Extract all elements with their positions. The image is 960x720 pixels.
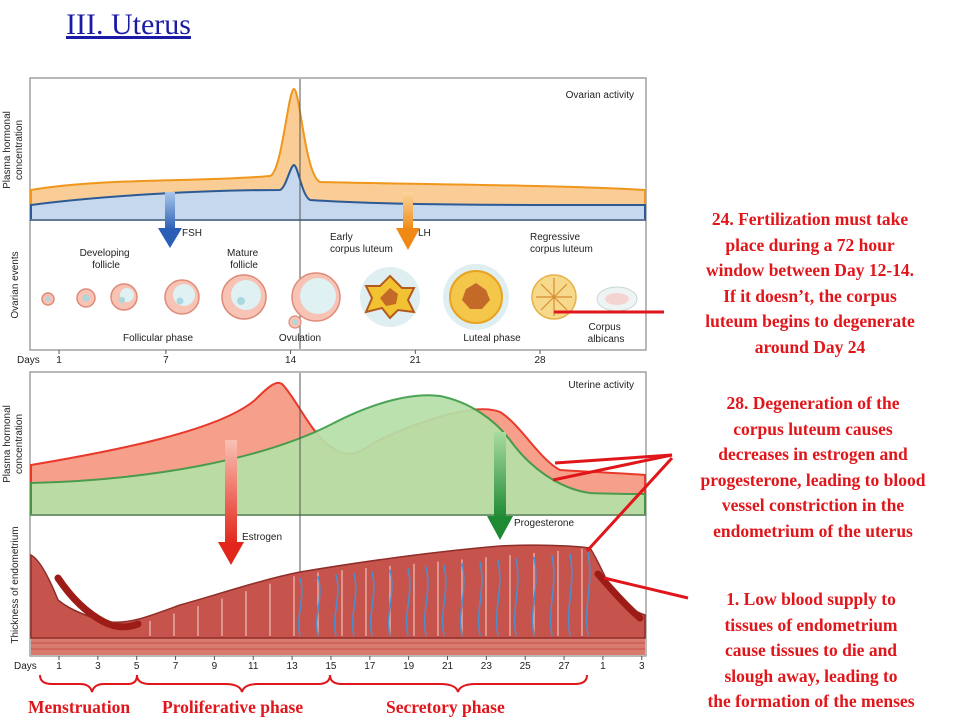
degeneration-pointer-upper: [554, 453, 673, 465]
ovarian-events-label: Ovarian events: [10, 251, 21, 318]
regressive-corpus-luteum-label: Regressive corpus luteum: [530, 232, 593, 255]
progesterone-label: Progesterone: [514, 518, 574, 529]
luteal-phase-label: Luteal phase: [463, 333, 521, 344]
ovarian-activity-label: Ovarian activity: [566, 90, 634, 101]
blood-vessel: [297, 577, 303, 637]
ovarian-y-label-line1: Plasma hormonal: [2, 111, 13, 189]
blood-supply-note: 1. Low blood supply to tissues of endome…: [707, 589, 915, 712]
bottom-day-label: 9: [212, 661, 218, 672]
top-day-label: 1: [56, 355, 62, 366]
blood-vessel: [495, 560, 501, 637]
bottom-day-label: 7: [173, 661, 179, 672]
proliferative-phase-label: Proliferative phase: [162, 697, 304, 717]
blood-vessel: [351, 572, 357, 637]
top-days-axis: Days 1 7 14 21 28: [17, 350, 546, 366]
follicle-sequence: [41, 264, 638, 330]
blood-vessel: [315, 576, 321, 637]
top-day-label: 7: [163, 355, 169, 366]
slide-title: III. Uterus: [66, 8, 191, 41]
uterine-panel: Uterine activity Plasma hormonal concent…: [2, 371, 689, 657]
ovarian-y-label-line2: concentration: [14, 120, 25, 180]
lh-arrow: [396, 192, 420, 250]
blood-vessel: [333, 574, 339, 637]
estrogen-label: Estrogen: [242, 532, 282, 543]
top-day-label: 14: [285, 355, 297, 366]
phase-brackets: [39, 674, 588, 693]
blood-vessel: [477, 561, 483, 637]
top-day-label: 28: [534, 355, 546, 366]
menstruation-bracket: [39, 674, 138, 693]
bottom-day-label: 11: [248, 661, 259, 672]
bottom-day-label: 5: [134, 661, 140, 672]
blood-supply-pointer: [603, 576, 689, 600]
bottom-day-label: 19: [403, 661, 415, 672]
follicular-phase-label: Follicular phase: [123, 333, 193, 344]
uterine-activity-label: Uterine activity: [568, 380, 634, 391]
secretory-phase-label: Secretory phase: [386, 697, 505, 717]
bottom-day-label: 3: [639, 661, 645, 672]
top-day-label: 21: [410, 355, 422, 366]
endometrium-thickness-label: Thickness of endometrium: [10, 526, 21, 643]
blood-vessel: [441, 564, 447, 637]
blood-vessel: [405, 568, 411, 637]
fsh-label: FSH: [182, 228, 202, 239]
degeneration-pointer-lower: [552, 453, 673, 482]
blood-vessel: [549, 555, 555, 637]
degeneration-pointer-endometrium: [585, 456, 674, 553]
bottom-day-label: 27: [558, 661, 570, 672]
proliferative-bracket: [136, 674, 331, 693]
bottom-day-label: 3: [95, 661, 101, 672]
lh-curve-area: [30, 87, 646, 221]
days-label-top: Days: [17, 355, 40, 366]
bottom-day-label: 21: [442, 661, 454, 672]
bottom-day-label: 23: [481, 661, 493, 672]
blood-vessel: [567, 553, 573, 637]
blood-vessel: [531, 556, 537, 637]
developing-follicle-label: Developing follicle: [80, 248, 133, 271]
uterine-y-label-line2: concentration: [14, 414, 25, 474]
estrogen-arrow: [218, 440, 244, 565]
blood-vessel: [585, 551, 591, 637]
blood-vessel: [369, 571, 375, 637]
corpus-albicans-label: Corpus albicans: [588, 322, 625, 345]
early-corpus-luteum-label: Early corpus luteum: [330, 232, 393, 255]
blood-vessel: [459, 563, 465, 637]
menstruation-label: Menstruation: [28, 697, 131, 717]
fsh-arrow: [158, 192, 182, 248]
blood-vessel: [387, 569, 393, 637]
progesterone-arrow: [487, 432, 513, 540]
bottom-day-label: 1: [600, 661, 606, 672]
blood-vessel: [513, 558, 519, 637]
endometrium-illustration: [30, 544, 646, 655]
lh-label: LH: [418, 228, 431, 239]
bottom-day-label: 13: [287, 661, 299, 672]
secretory-bracket: [329, 674, 588, 693]
degeneration-note: 28. Degeneration of the corpus luteum ca…: [700, 393, 926, 541]
bottom-day-label: 25: [520, 661, 532, 672]
days-label-bottom: Days: [14, 661, 37, 672]
bottom-day-label: 15: [325, 661, 337, 672]
ovarian-panel: Ovarian activity Plasma hormonal concent…: [2, 77, 664, 351]
ovulation-label: Ovulation: [279, 333, 321, 344]
bottom-day-label: 1: [56, 661, 62, 672]
fertilization-note: 24. Fertilization must take place during…: [705, 209, 915, 357]
mature-follicle-label: Mature follicle: [227, 248, 261, 271]
blood-vessel: [423, 566, 429, 637]
uterine-y-label-line1: Plasma hormonal: [2, 405, 13, 483]
bottom-day-label: 17: [364, 661, 376, 672]
